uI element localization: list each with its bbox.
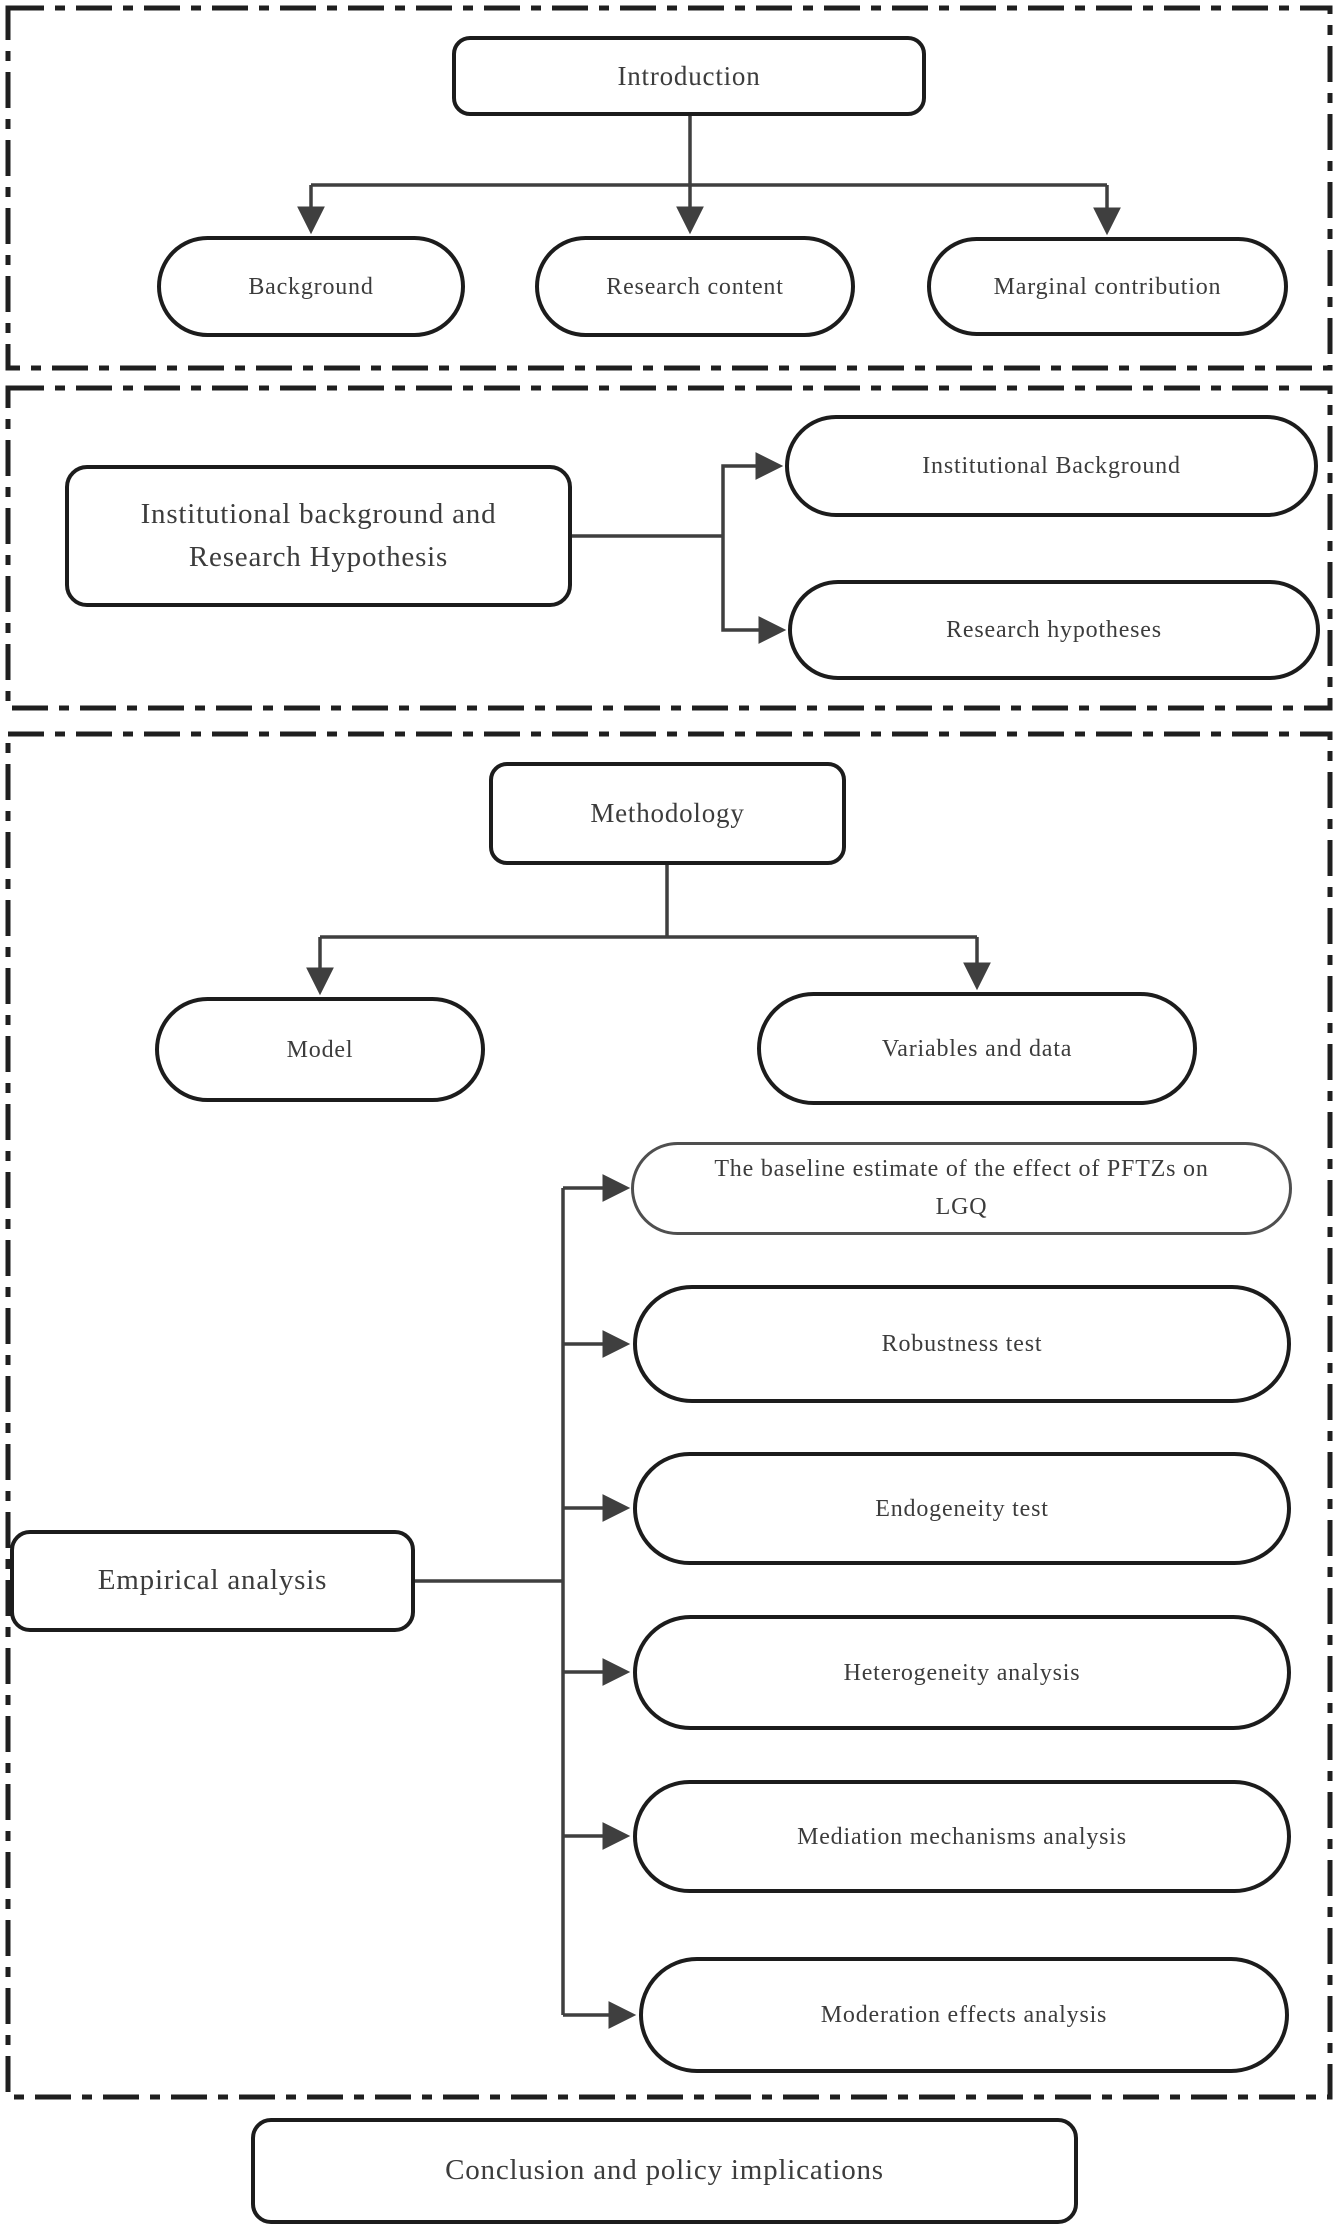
node-moderation-effects: Moderation effects analysis — [639, 1957, 1289, 2073]
node-conclusion: Conclusion and policy implications — [251, 2118, 1078, 2224]
node-methodology: Methodology — [489, 762, 846, 865]
node-empirical-analysis: Empirical analysis — [10, 1530, 415, 1632]
node-background: Background — [157, 236, 465, 337]
node-institutional-background: Institutional Background — [785, 415, 1318, 517]
section-methodology-empirical-border — [5, 731, 1333, 2100]
flow-connectors — [297, 115, 1121, 2029]
node-model: Model — [155, 997, 485, 1102]
node-robustness-test: Robustness test — [633, 1285, 1291, 1403]
node-heterogeneity-analysis: Heterogeneity analysis — [633, 1615, 1291, 1730]
arrow-to-research-hypotheses — [721, 536, 787, 644]
node-variables-and-data: Variables and data — [757, 992, 1197, 1105]
node-endogeneity-test: Endogeneity test — [633, 1452, 1291, 1565]
node-introduction: Introduction — [452, 36, 926, 116]
node-institutional-title: Institutional background and Research Hy… — [65, 465, 572, 607]
node-research-hypotheses: Research hypotheses — [788, 580, 1320, 680]
node-mediation-mechanisms: Mediation mechanisms analysis — [633, 1780, 1291, 1893]
section-introduction-border — [5, 5, 1333, 371]
arrow-to-institutional-background — [721, 452, 784, 536]
node-research-content: Research content — [535, 236, 855, 337]
node-baseline-estimate: The baseline estimate of the effect of P… — [631, 1142, 1292, 1235]
section-institutional-border — [5, 385, 1333, 711]
section-borders — [5, 5, 1333, 2100]
node-marginal-contribution: Marginal contribution — [927, 237, 1288, 336]
